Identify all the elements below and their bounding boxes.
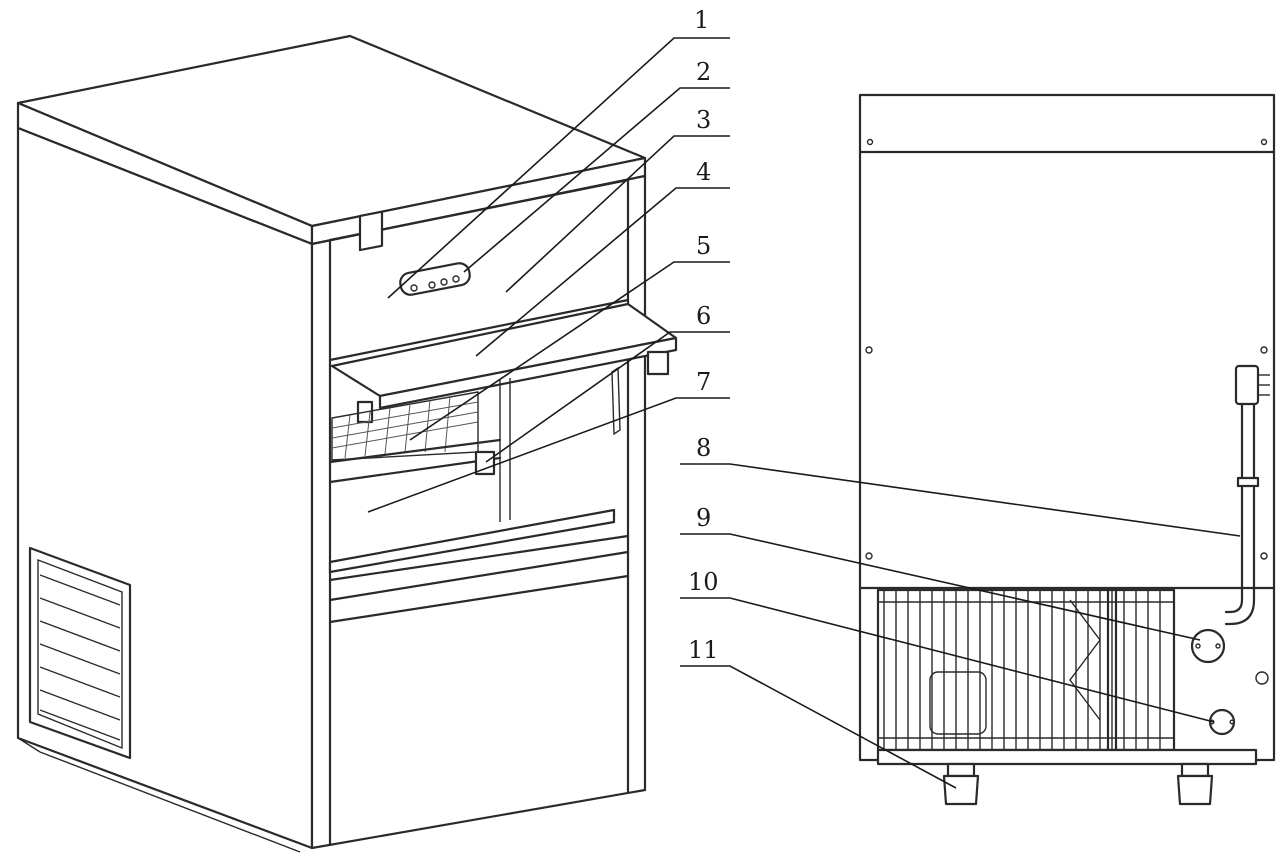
- side-vent-grille: [28, 546, 132, 760]
- leader-11: [680, 665, 957, 789]
- front-body: [310, 174, 647, 850]
- callout-10: 10: [688, 568, 719, 596]
- leader-2: [463, 87, 730, 273]
- door-latch: [474, 450, 496, 476]
- leader-3: [505, 135, 730, 293]
- callout-4: 4: [696, 158, 711, 186]
- callout-labels: 1 2 3 4 5 6 7 8 9 10 11: [688, 6, 719, 664]
- leader-10: [680, 597, 1215, 723]
- right-foot: [1176, 762, 1214, 806]
- callout-6: 6: [696, 302, 711, 330]
- leader-4: [475, 187, 730, 357]
- condenser-grille-bars: [878, 590, 1174, 750]
- compressor: [929, 671, 987, 735]
- callout-5: 5: [696, 232, 711, 260]
- callout-2: 2: [696, 58, 711, 86]
- leader-6: [485, 331, 730, 463]
- door-handle-bar: [328, 508, 616, 574]
- left-side-panel: [16, 126, 314, 850]
- callout-3: 3: [696, 106, 711, 134]
- ice-shelf: [330, 302, 678, 424]
- leader-lines: [367, 37, 1241, 789]
- callout-8: 8: [696, 434, 711, 462]
- leader-7: [367, 397, 730, 513]
- leader-5: [409, 261, 730, 441]
- base-plinth: [876, 748, 1258, 766]
- power-switch: [358, 210, 384, 252]
- water-inlet: [1190, 628, 1226, 664]
- left-foot: [942, 762, 980, 806]
- callout-1: 1: [694, 6, 709, 34]
- leader-9: [680, 533, 1201, 641]
- callout-9: 9: [696, 504, 711, 532]
- leader-1: [387, 37, 730, 299]
- callout-11: 11: [688, 636, 719, 664]
- condenser-grille: [876, 588, 1176, 752]
- back-view: [858, 93, 1276, 806]
- leader-8: [680, 463, 1241, 537]
- front-view: [16, 34, 678, 853]
- callout-7: 7: [696, 368, 711, 396]
- power-cord: [1224, 364, 1270, 626]
